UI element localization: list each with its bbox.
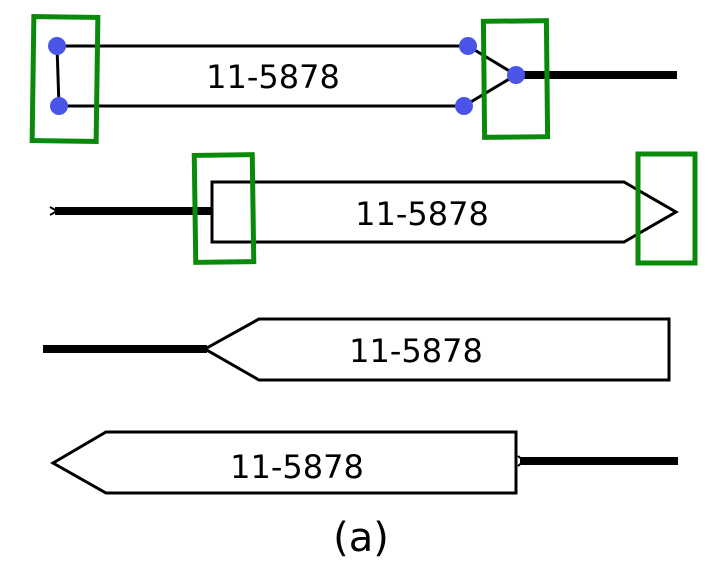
figure-caption: (a) <box>333 515 389 561</box>
vertex-handle-top-left[interactable] <box>48 37 66 55</box>
vertex-handle-tip[interactable] <box>507 66 525 84</box>
shape-1-left-edge-highlight <box>29 14 101 144</box>
shape-4[interactable]: 11-5878 <box>49 430 678 495</box>
shape-2[interactable]: 11-5878 <box>49 151 698 266</box>
shape-4-label: 11-5878 <box>230 448 364 486</box>
shape-3-label: 11-5878 <box>349 332 483 370</box>
shape-3-outline[interactable] <box>201 317 671 382</box>
shape-2-left-edge-highlight <box>191 152 257 265</box>
shape-2-connector-arrowhead <box>49 206 60 216</box>
shape-2-right-edge-highlight <box>635 151 698 266</box>
vertex-handle-bottom-right[interactable] <box>455 97 473 115</box>
shape-1-label: 11-5878 <box>206 58 340 96</box>
shape-1-outline[interactable] <box>55 44 519 108</box>
shape-1-right-edge-highlight <box>480 18 551 140</box>
shape-1[interactable]: 11-5878 <box>29 14 677 144</box>
vertex-handle-top-right[interactable] <box>459 37 477 55</box>
shape-2-outline[interactable] <box>210 180 680 244</box>
shape-2-label: 11-5878 <box>355 195 489 233</box>
shape-4-connector-arrowhead <box>517 455 526 467</box>
shape-4-outline[interactable] <box>49 430 518 495</box>
shape-3[interactable]: 11-5878 <box>43 317 671 382</box>
vertex-handle-bottom-left[interactable] <box>50 97 68 115</box>
